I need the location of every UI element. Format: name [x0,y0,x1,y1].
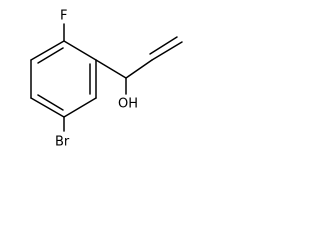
ring-bond-4 [63,97,97,118]
bond-carbinol-to-vinyl [125,59,153,79]
vinyl-double-bond-outer [151,41,183,61]
ring-double-bond-1 [37,47,64,64]
bond-ring-to-carbinol [95,59,127,79]
ring-bond-2 [63,40,97,61]
bromine-label: Br [55,135,70,150]
ring-bond-1 [30,40,65,61]
chemical-structure: F Br OH [30,9,183,150]
vinyl-double-bond-inner [149,36,178,55]
ring-double-bond-3 [37,94,64,111]
hydroxyl-label: OH [118,97,138,112]
ring-bond-5 [30,97,65,118]
benzene-ring [30,40,97,118]
fluorine-label: F [60,9,67,24]
